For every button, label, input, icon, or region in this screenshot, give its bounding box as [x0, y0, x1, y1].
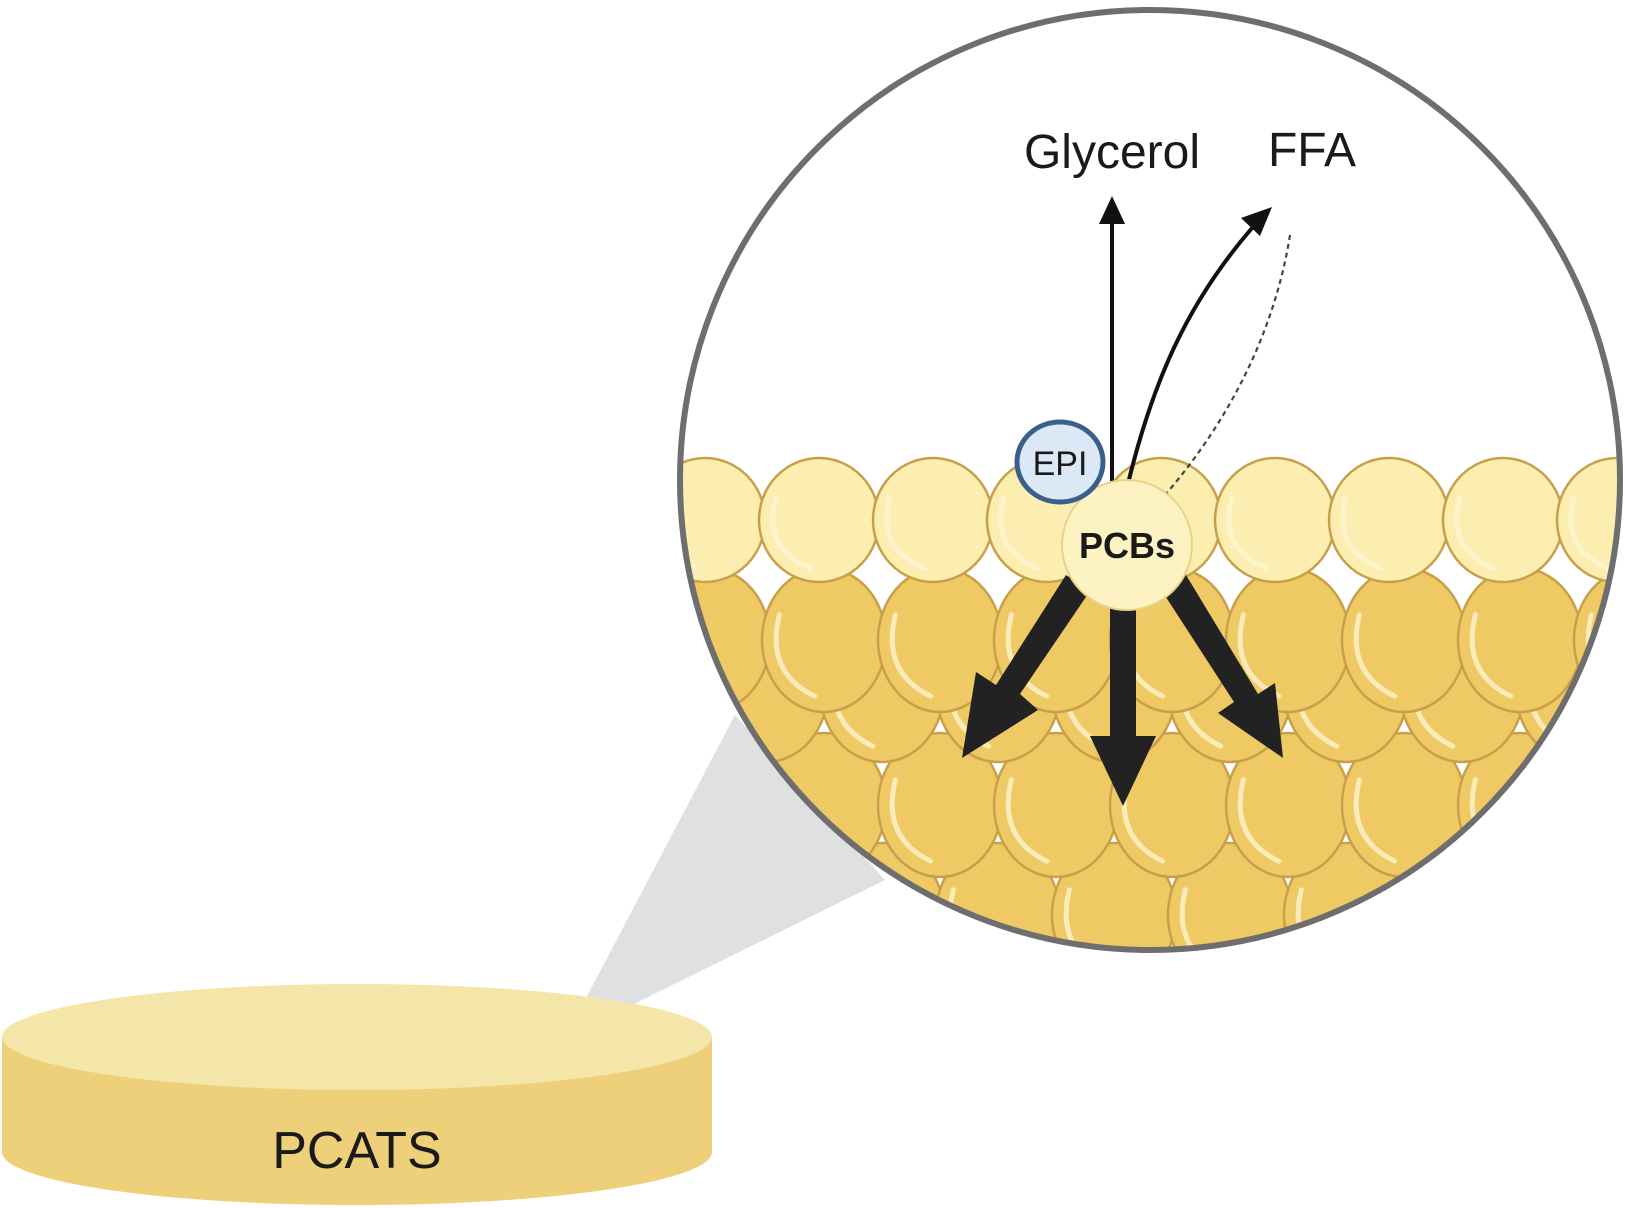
adipocyte-cell — [871, 456, 995, 584]
ffa-curved-arrow — [1120, 207, 1272, 511]
pcats-label: PCATS — [272, 1122, 442, 1180]
adipocyte-cell — [1340, 566, 1468, 714]
adipocyte-cell — [1572, 731, 1620, 879]
ffa-label: FFA — [1268, 124, 1356, 177]
glycerol-label: Glycerol — [1024, 126, 1200, 179]
pcb-diffusion-arrows — [962, 575, 1283, 806]
pcbs-cell: PCBs — [1061, 479, 1193, 611]
adipocyte-cell — [680, 456, 767, 584]
glycerol-arrow — [1099, 196, 1125, 500]
pcbs-label: PCBs — [1079, 525, 1175, 566]
adipocyte-cell — [757, 456, 881, 584]
adipocyte-cell — [1213, 456, 1337, 584]
pcats-disc: PCATS — [2, 984, 712, 1205]
adipocyte-cell — [1514, 841, 1620, 950]
epi-molecule: EPI — [1014, 419, 1106, 505]
adipocyte-cell — [1441, 456, 1565, 584]
adipocyte-cell — [1456, 566, 1584, 714]
epi-label: EPI — [1033, 445, 1088, 483]
adipocyte-cell — [760, 566, 888, 714]
adipocyte-cell — [992, 731, 1120, 879]
adipocyte-cell — [1327, 456, 1451, 584]
adipocyte-cell — [680, 616, 714, 764]
